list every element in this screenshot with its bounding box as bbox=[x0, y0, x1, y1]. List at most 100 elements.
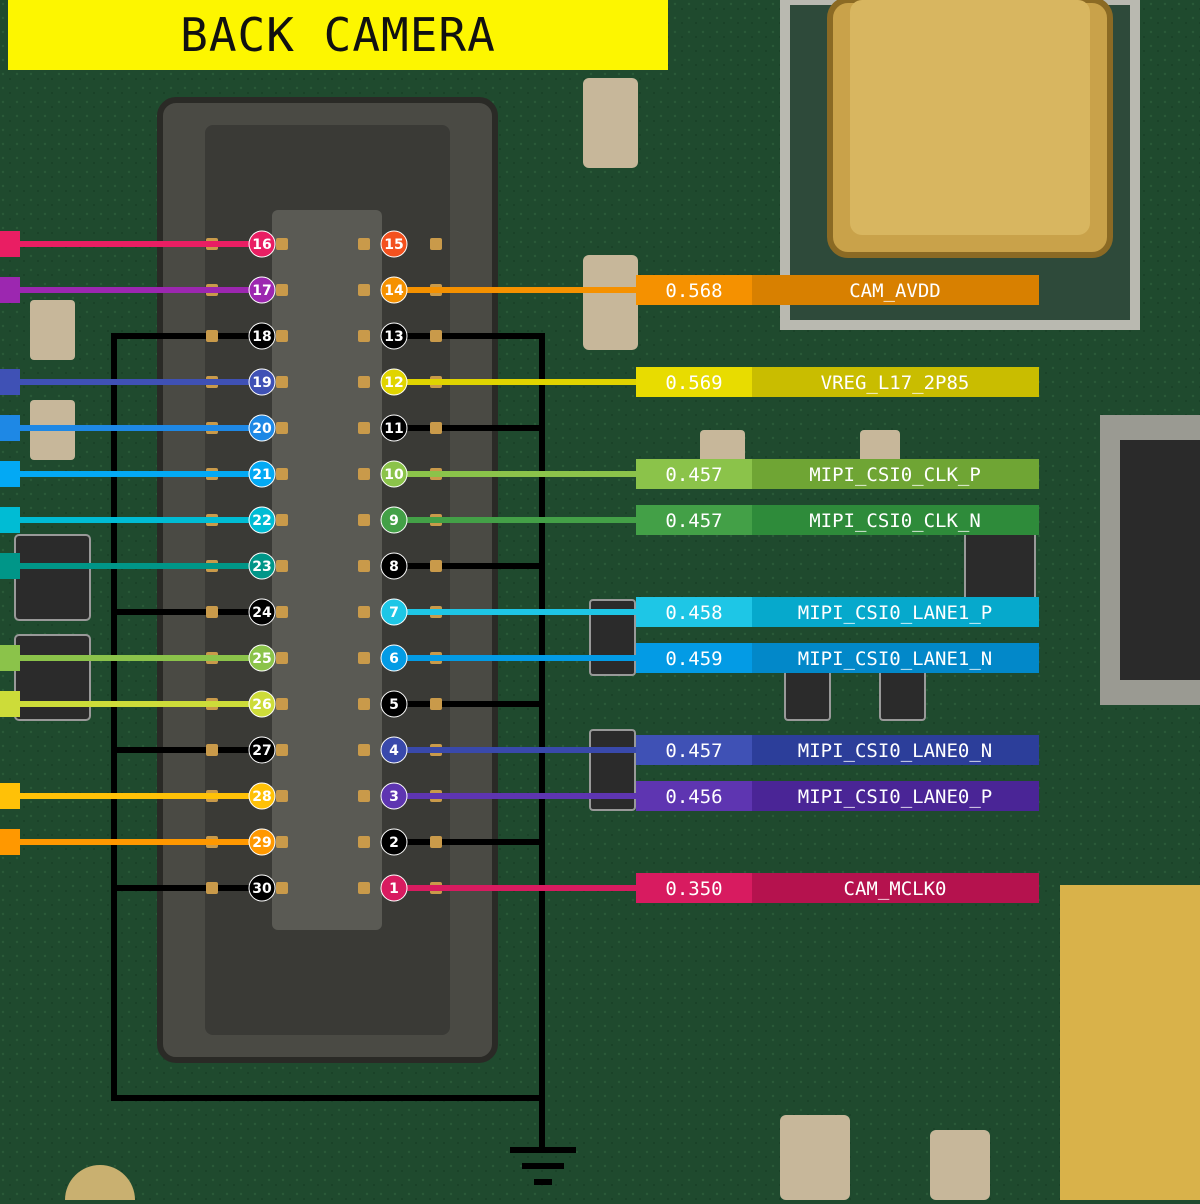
pad-left-outer bbox=[206, 882, 218, 894]
signal-name: MIPI_CSI0_CLK_N bbox=[809, 510, 981, 532]
pin-number-28: 28 bbox=[252, 789, 271, 805]
pin-marker-15 bbox=[380, 230, 408, 258]
signal-value: 0.350 bbox=[665, 878, 722, 900]
pin-number-14: 14 bbox=[384, 283, 404, 299]
pin-marker-26 bbox=[248, 690, 276, 718]
pin-marker-16 bbox=[248, 230, 276, 258]
pin-marker-19 bbox=[248, 368, 276, 396]
pad-left-inner bbox=[276, 606, 288, 618]
pin-number-8: 8 bbox=[389, 559, 399, 575]
pin-number-12: 12 bbox=[384, 375, 403, 391]
ground-symbol-icon bbox=[510, 1147, 576, 1185]
pin-marker-17 bbox=[248, 276, 276, 304]
signal-name-box bbox=[752, 597, 1039, 627]
pin-number-2: 2 bbox=[389, 835, 399, 851]
pin-marker-22 bbox=[248, 506, 276, 534]
left-trace-end-pin-19 bbox=[0, 369, 20, 395]
gold-pad bbox=[1060, 885, 1200, 1200]
signal-value-box bbox=[636, 597, 752, 627]
pin-number-19: 19 bbox=[252, 375, 271, 391]
signal-value: 0.568 bbox=[665, 280, 722, 302]
pad-left-inner bbox=[276, 560, 288, 572]
pad-right-inner bbox=[358, 790, 370, 802]
pin-marker-18 bbox=[248, 322, 276, 350]
signal-value-box bbox=[636, 505, 752, 535]
pad-right-inner bbox=[358, 330, 370, 342]
pad-right-inner bbox=[358, 468, 370, 480]
signal-name: VREG_L17_2P85 bbox=[821, 372, 970, 394]
pad-left-outer bbox=[206, 606, 218, 618]
pad-left-inner bbox=[276, 284, 288, 296]
pin-marker-4 bbox=[380, 736, 408, 764]
signal-name: MIPI_CSI0_CLK_P bbox=[809, 464, 981, 486]
left-trace-end-pin-29 bbox=[0, 829, 20, 855]
pin-marker-27 bbox=[248, 736, 276, 764]
signal-value-box bbox=[636, 459, 752, 489]
pin-number-18: 18 bbox=[252, 329, 271, 345]
pin-number-26: 26 bbox=[252, 697, 271, 713]
pin-number-15: 15 bbox=[384, 237, 403, 253]
pin-marker-13 bbox=[380, 322, 408, 350]
pad-right-inner bbox=[358, 284, 370, 296]
pin-marker-1 bbox=[380, 874, 408, 902]
signal-name-box bbox=[752, 459, 1039, 489]
pin-number-1: 1 bbox=[389, 881, 399, 897]
pad-right-outer bbox=[430, 330, 442, 342]
left-signal-traces bbox=[0, 231, 262, 855]
signal-value-box bbox=[636, 735, 752, 765]
signal-value: 0.457 bbox=[665, 510, 722, 532]
pin-marker-12 bbox=[380, 368, 408, 396]
pad-right-inner bbox=[358, 698, 370, 710]
ic-components bbox=[14, 529, 1036, 811]
pin-number-7: 7 bbox=[389, 605, 399, 621]
page-title: BACK CAMERA bbox=[180, 8, 496, 62]
left-trace-end-pin-21 bbox=[0, 461, 20, 487]
pin-number-27: 27 bbox=[252, 743, 271, 759]
pad-right-outer bbox=[430, 836, 442, 848]
left-trace-end-pin-28 bbox=[0, 783, 20, 809]
signal-name: MIPI_CSI0_LANE0_N bbox=[798, 740, 992, 762]
signal-value: 0.459 bbox=[665, 648, 722, 670]
signal-value-box bbox=[636, 873, 752, 903]
pin-marker-29 bbox=[248, 828, 276, 856]
crystal-oscillator bbox=[780, 0, 1140, 330]
signal-name-box bbox=[752, 367, 1039, 397]
pin-number-9: 9 bbox=[389, 513, 399, 529]
signal-name-box bbox=[752, 275, 1039, 305]
pin-marker-3 bbox=[380, 782, 408, 810]
left-trace-end-pin-20 bbox=[0, 415, 20, 441]
pin-marker-9 bbox=[380, 506, 408, 534]
pad-right-outer bbox=[430, 422, 442, 434]
pin-number-10: 10 bbox=[384, 467, 404, 483]
signal-value-box bbox=[636, 781, 752, 811]
pin-marker-6 bbox=[380, 644, 408, 672]
pin-number-29: 29 bbox=[252, 835, 271, 851]
pin-number-30: 30 bbox=[252, 881, 272, 897]
signal-label-pin-9: 0.457 MIPI_CSI0_CLK_N bbox=[636, 505, 1039, 535]
pin-marker-20 bbox=[248, 414, 276, 442]
pin-number-20: 20 bbox=[252, 421, 272, 437]
pad-left-inner bbox=[276, 744, 288, 756]
pin-marker-10 bbox=[380, 460, 408, 488]
left-trace-end-pin-22 bbox=[0, 507, 20, 533]
inductor-component bbox=[1100, 415, 1200, 705]
signal-name-box bbox=[752, 873, 1039, 903]
pin-marker-5 bbox=[380, 690, 408, 718]
left-trace-end-pin-16 bbox=[0, 231, 20, 257]
pad-left-inner bbox=[276, 330, 288, 342]
pad-left-inner bbox=[276, 790, 288, 802]
pad-left-inner bbox=[276, 698, 288, 710]
pin-number-5: 5 bbox=[389, 697, 399, 713]
pad-left-inner bbox=[276, 652, 288, 664]
title-banner: BACK CAMERA bbox=[8, 0, 668, 70]
